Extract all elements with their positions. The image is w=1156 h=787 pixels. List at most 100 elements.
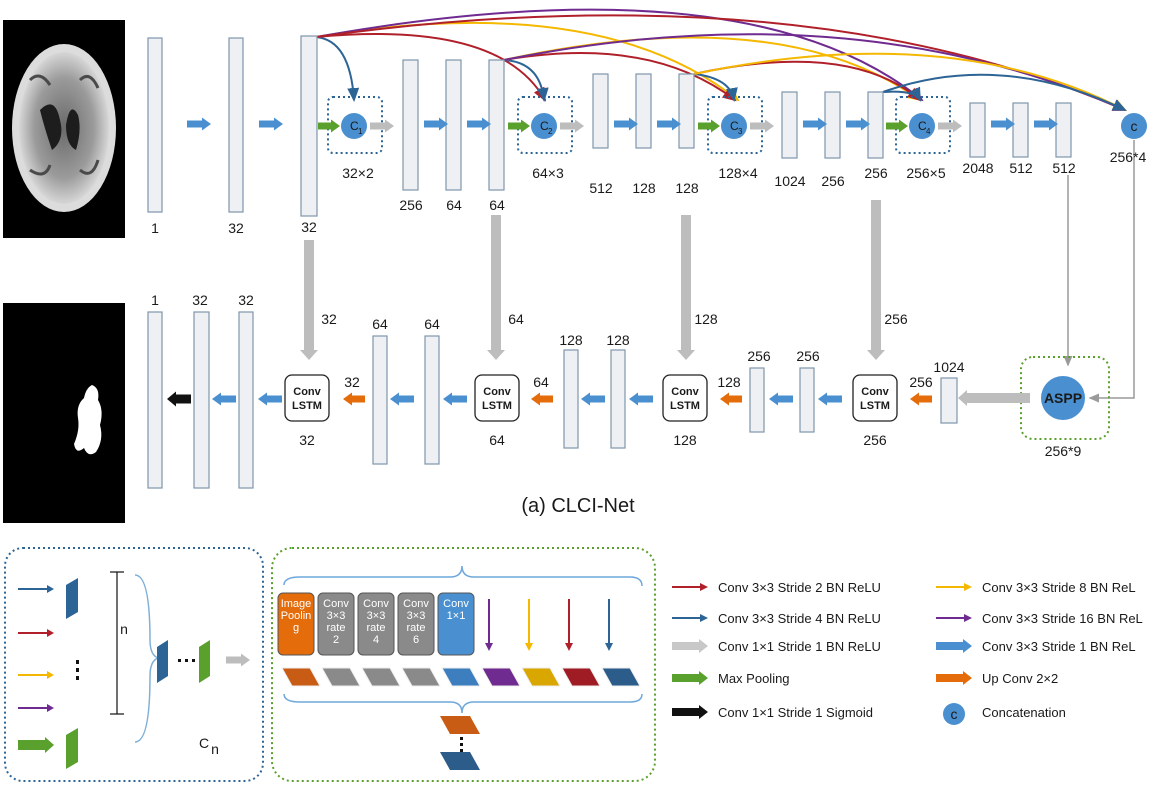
skip-label: 64 xyxy=(508,311,524,327)
encoder-channel-label: 128 xyxy=(632,180,656,196)
legend-concat-icon-label: c xyxy=(951,706,958,722)
aspp-branch-label: Conv xyxy=(323,598,349,610)
convlstm-size: 32 xyxy=(299,432,315,448)
blocks-layer xyxy=(18,35,1147,753)
encoder-channel-label: 128 xyxy=(675,180,699,196)
cn-label-sub: n xyxy=(211,741,219,757)
legend-fat-arrow xyxy=(672,671,708,685)
decoder-block xyxy=(193,311,210,489)
decoder-block xyxy=(799,367,815,433)
decoder-conv-arrow xyxy=(212,392,236,406)
aspp-feature-map xyxy=(361,667,401,687)
aspp-branch-label: 4 xyxy=(373,634,379,646)
aspp-branch-label: 2 xyxy=(333,634,339,646)
encoder-channel-label: 64 xyxy=(489,197,505,213)
legend-fat-arrow xyxy=(936,671,972,685)
c-block-size: 32×2 xyxy=(342,165,374,181)
c-block-frame xyxy=(895,96,951,154)
concat-node-label: C xyxy=(730,119,739,133)
cn-concat-green xyxy=(199,640,210,683)
concat-node-subscript: 3 xyxy=(738,127,743,136)
aspp-branch-label: rate xyxy=(367,622,386,634)
legend-concat-icon xyxy=(943,703,965,725)
decoder-block xyxy=(372,335,388,465)
convlstm-label-line1: Conv xyxy=(483,386,511,398)
legend-thin-arrowhead xyxy=(700,614,708,622)
encoder-block xyxy=(678,73,695,149)
legend-label: Concatenation xyxy=(982,705,1066,720)
up-conv-arrow xyxy=(531,392,553,406)
aspp-concat-dot xyxy=(460,743,463,746)
encoder-channel-label: 1024 xyxy=(774,173,805,189)
encoder-channel-label: 256 xyxy=(821,173,845,189)
skip-down-arrow xyxy=(487,215,505,360)
convlstm-label-line1: Conv xyxy=(293,386,321,398)
cn-label: C xyxy=(199,735,209,751)
aspp-branch-label: Conv xyxy=(443,598,469,610)
aspp-branch-box xyxy=(437,592,475,656)
decoder-conv-arrow xyxy=(443,392,467,406)
concat-node xyxy=(341,113,367,139)
legend-thin-arrowhead xyxy=(964,583,972,591)
cn-concat-dot xyxy=(192,659,195,662)
conv1x1-arrow xyxy=(750,119,774,133)
sigmoid-arrow xyxy=(167,391,191,407)
skip-connector xyxy=(693,52,1127,111)
c-block-frame xyxy=(707,96,763,154)
aspp-branch-label: 3×3 xyxy=(367,610,386,622)
encoder-block xyxy=(300,35,318,217)
skip-connector xyxy=(315,33,546,102)
decoder-block xyxy=(563,349,579,449)
decoder-block xyxy=(940,377,958,424)
decoder-conv-arrow xyxy=(258,392,282,406)
skip-label: 32 xyxy=(321,311,337,327)
skip-down-arrow xyxy=(300,240,318,360)
legend-label: Conv 3×3 Stride 1 BN ReL xyxy=(982,639,1136,654)
connectors-layer xyxy=(315,8,1135,403)
decoder-block xyxy=(238,311,254,489)
decoder-block xyxy=(424,335,440,465)
aspp-branch-box xyxy=(357,592,395,656)
aspp-branch-label: 3×3 xyxy=(407,610,426,622)
aspp-branch-label: rate xyxy=(327,622,346,634)
cn-ellipsis-dot xyxy=(76,676,79,680)
decoder-block xyxy=(147,311,163,489)
encoder-block xyxy=(445,59,462,191)
skip-connector xyxy=(503,59,549,102)
encoder-channel-label: 512 xyxy=(1009,160,1033,176)
aspp-node xyxy=(1041,376,1085,420)
convlstm-box xyxy=(284,374,330,422)
convlstm-label-line2: LSTM xyxy=(860,400,890,412)
max-pool-arrow xyxy=(886,119,908,133)
conv-arrow xyxy=(614,117,638,131)
convlstm-box xyxy=(474,374,520,422)
aspp-rate-arrowhead xyxy=(565,643,573,651)
aspp-rate-arrowhead xyxy=(605,643,613,651)
decoder-channel-label: 64 xyxy=(424,316,440,332)
aspp-branch-label: 6 xyxy=(413,634,419,646)
up-conv-arrow xyxy=(343,392,365,406)
up-conv-label: 256 xyxy=(909,374,933,390)
final-concat-size: 256*4 xyxy=(1110,149,1147,165)
cn-feature-green xyxy=(66,728,78,769)
concat-node-label: C xyxy=(350,119,359,133)
encoder-channel-label: 1 xyxy=(151,220,159,236)
concat-node xyxy=(531,113,557,139)
aspp-feature-map xyxy=(441,667,481,687)
encoder-block xyxy=(402,59,419,191)
encoder-block xyxy=(488,59,505,191)
convlstm-box xyxy=(662,374,708,422)
concat-node-subscript: 1 xyxy=(358,127,363,136)
convlstm-label-line1: Conv xyxy=(861,386,889,398)
conv-arrow xyxy=(187,117,211,131)
c-block-frame xyxy=(327,96,383,154)
aspp-branch-label: Conv xyxy=(403,598,429,610)
convlstm-label-line2: LSTM xyxy=(292,400,322,412)
concat-node xyxy=(721,113,747,139)
c-block-size: 256×5 xyxy=(906,165,946,181)
cn-input-arrowhead xyxy=(47,671,54,679)
skip-connector xyxy=(503,52,737,102)
max-pool-arrow xyxy=(508,119,530,133)
